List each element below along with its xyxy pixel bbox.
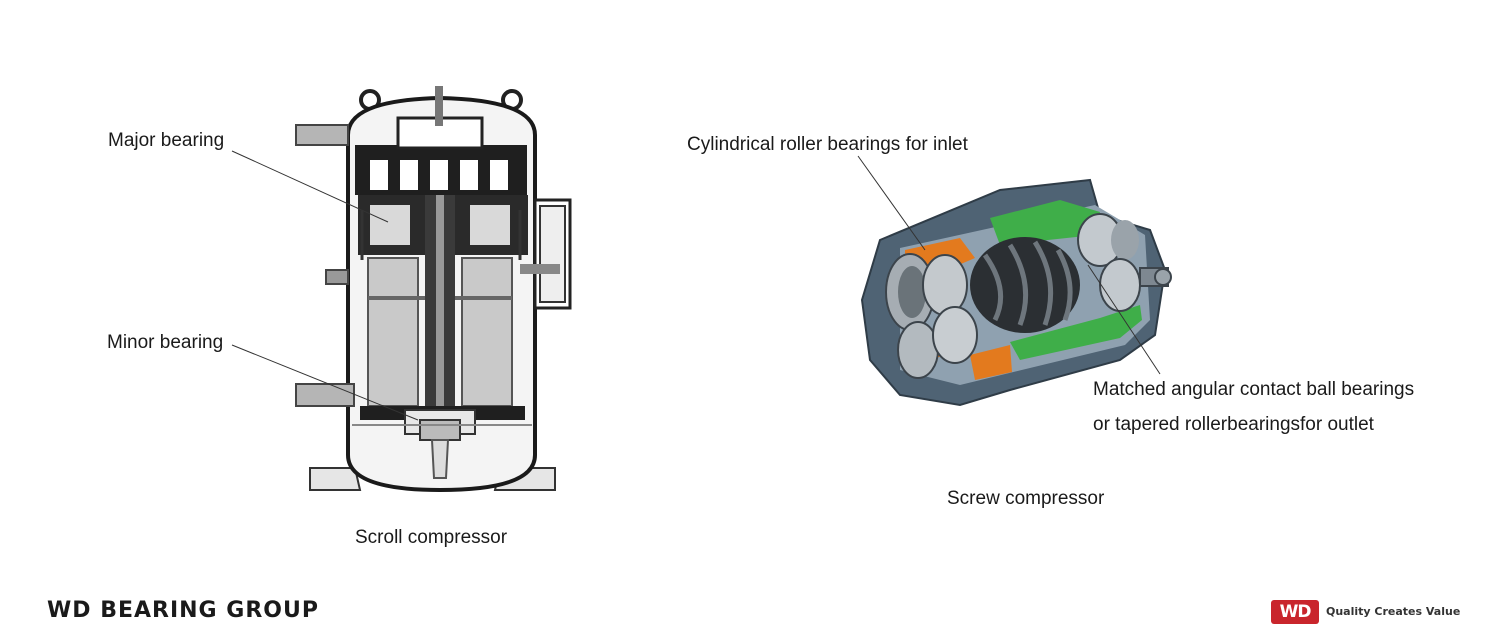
minor-bearing-label: Minor bearing — [107, 332, 224, 353]
outlet-bearing-label-line1: Matched angular contact ball bearings — [1093, 379, 1415, 400]
minor-bearing-leader — [231, 344, 419, 421]
major-bearing-label: Major bearing — [108, 130, 225, 151]
wd-logo: WD — [1271, 600, 1319, 624]
slogan: Quality Creates Value — [1326, 605, 1461, 618]
outlet-bearing-label-line2: or tapered rollerbearingsfor outlet — [1093, 414, 1374, 435]
screw-compressor-illustration — [860, 178, 1172, 407]
screw-compressor-caption: Screw compressor — [947, 488, 1105, 509]
outlet-bearing-leader — [1087, 264, 1161, 375]
inlet-bearing-leader — [857, 155, 926, 251]
inlet-bearing-label: Cylindrical roller bearings for inlet — [687, 134, 968, 155]
scroll-compressor-illustration — [295, 86, 572, 493]
scroll-compressor-caption: Scroll compressor — [355, 527, 508, 548]
major-bearing-leader — [231, 150, 389, 223]
brand-name: WD BEARING GROUP — [47, 598, 319, 623]
